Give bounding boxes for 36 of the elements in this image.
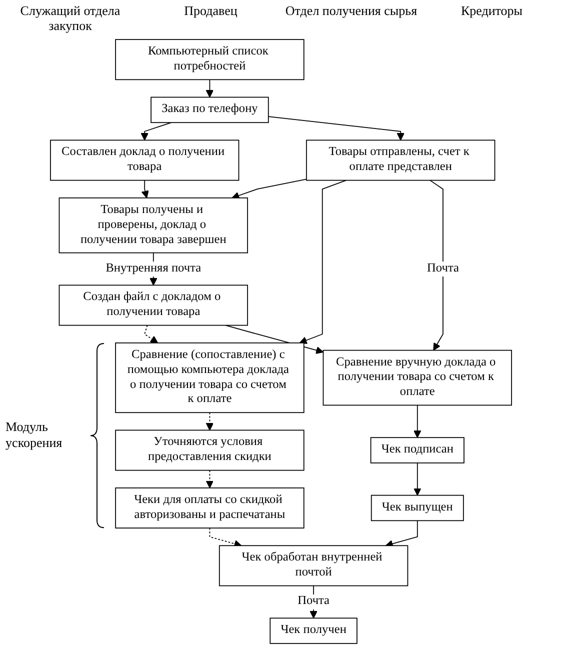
node-box: Чек получен <box>270 618 358 644</box>
arrow <box>414 462 422 496</box>
node-box: Заказ по телефону <box>150 96 269 124</box>
bracket-label: Модуль ускорения <box>6 419 64 452</box>
node-box: Чек обработан внутренней почтой <box>218 545 408 586</box>
arrow <box>209 528 242 548</box>
arrow <box>206 470 214 488</box>
column-header: Кредиторы <box>460 3 524 20</box>
node-box: Сравнение (сопоставление) с помощью компьютера доклада о получении товара со счетом к оплате <box>115 342 304 414</box>
edge-label: Внутренняя почта <box>106 262 202 275</box>
arrow <box>206 79 214 98</box>
arrow <box>430 180 444 351</box>
node-box: Чек подписан <box>370 437 464 464</box>
arrow <box>141 180 149 198</box>
arrow <box>268 116 404 141</box>
arrow <box>144 324 158 344</box>
node-box: Составлен доклад о получении товара <box>50 140 240 181</box>
arrow <box>206 412 214 431</box>
column-header: Отдел получения сырья <box>284 3 418 20</box>
node-box: Товары получены и проверены, доклад о получении товара завершен <box>58 197 248 254</box>
arrow <box>385 520 418 548</box>
node-box: Чек выпущен <box>370 494 464 522</box>
node-box: Чеки для оплаты со скидкой авторизованы и распечатаны <box>115 487 304 528</box>
edge-label: Почта <box>298 594 330 608</box>
column-header: Служащий отдела закупок <box>19 3 122 33</box>
node-box: Товары отправлены, счет к оплате представлен <box>306 140 496 181</box>
node-box: Компьютерный список потребностей <box>115 39 304 80</box>
edge-label: Почта <box>427 262 459 275</box>
arrow <box>299 180 347 344</box>
arrow <box>232 178 307 200</box>
arrow <box>414 404 422 438</box>
node-box: Создан файл с докладом о получении товара <box>58 284 248 326</box>
arrow <box>140 122 172 141</box>
column-header: Продавец <box>183 3 238 20</box>
node-box: Уточняются условия предоставления скидки <box>115 430 304 471</box>
node-box: Сравнение вручную доклада о получении товара со счетом к оплате <box>322 350 512 406</box>
